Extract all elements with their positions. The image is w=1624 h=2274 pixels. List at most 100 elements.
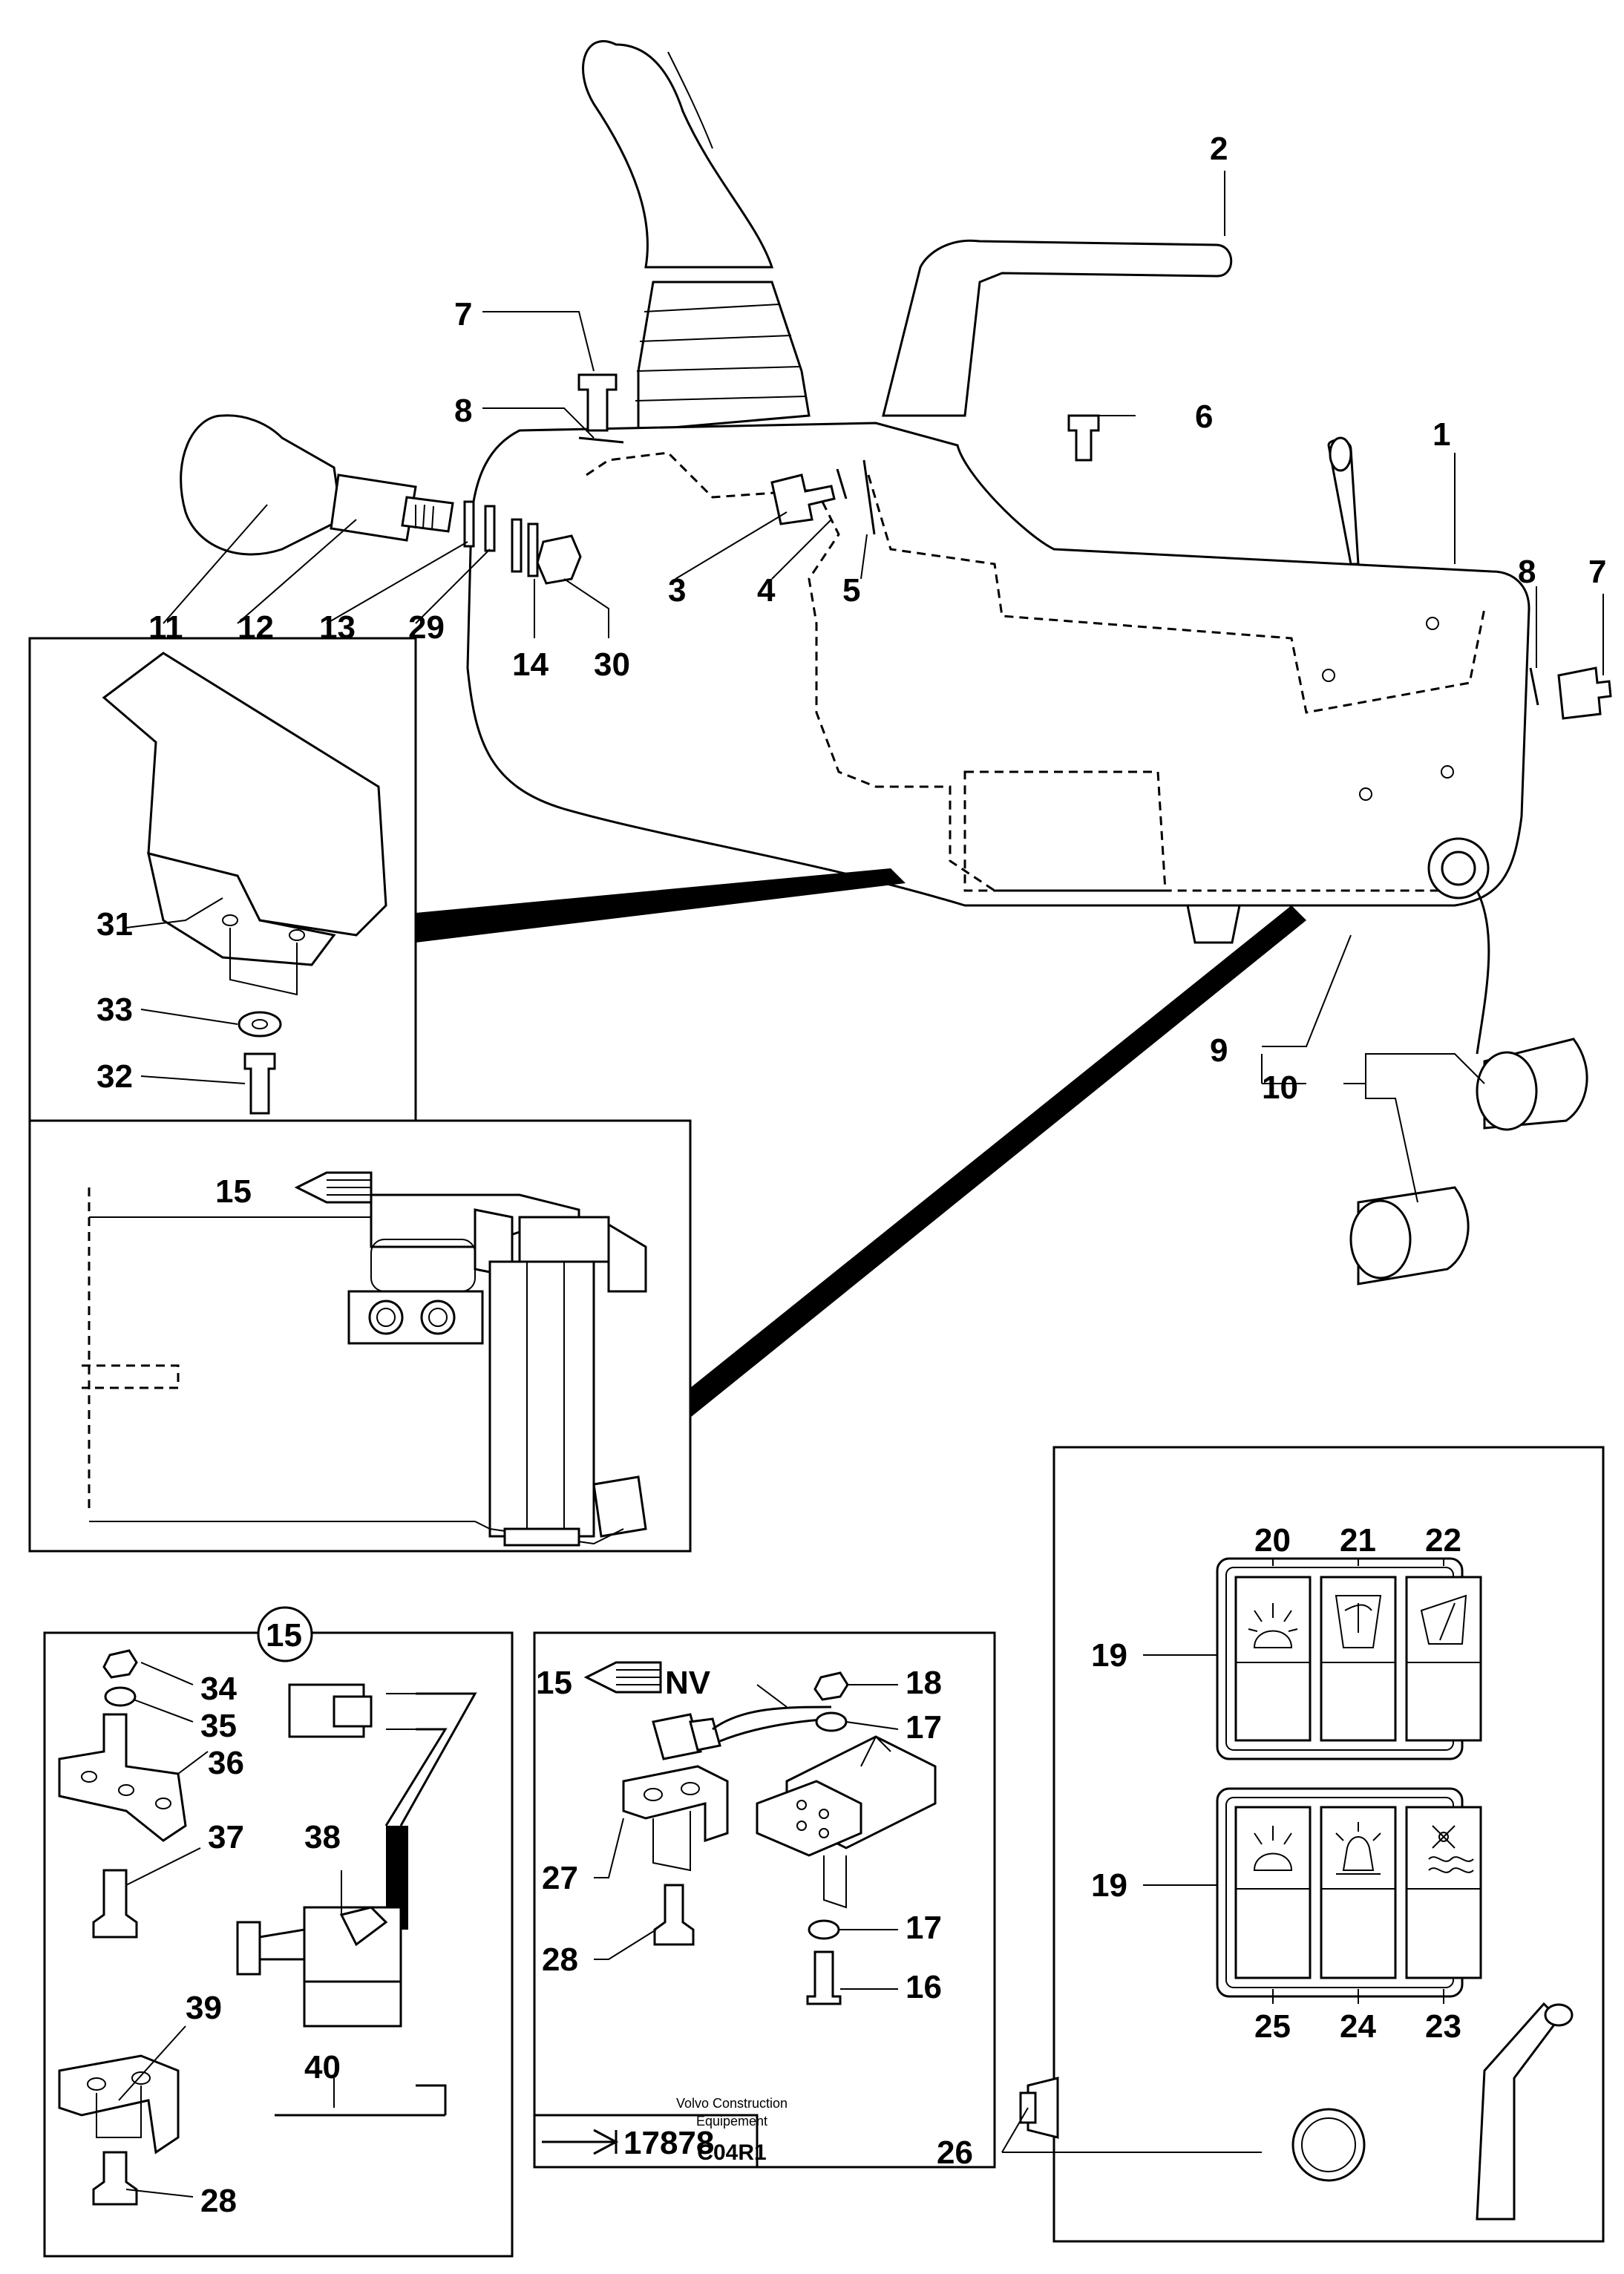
callout-8: 8 [1518,554,1536,590]
callout-24: 24 [1340,2008,1376,2045]
wiper-icon [1335,1595,1382,1648]
callout-26: 26 [937,2134,973,2171]
callout-10: 10 [1262,1069,1298,1106]
beacon-icon [1342,1836,1375,1871]
callout-38: 38 [304,1819,341,1855]
bolt [243,1052,276,1115]
callout-labels: 2 7 8 6 1 8 7 11 12 13 29 3 4 5 14 30 9 … [96,131,1606,2219]
bracket [58,1713,187,1842]
callout-21: 21 [1340,1522,1376,1559]
brand-line-2: Equipement [696,2114,767,2129]
joystick-bellows [637,281,811,432]
switch [1320,1806,1397,1979]
inset-frame [28,1119,692,1553]
bracket [622,1765,729,1843]
lever [882,239,1233,417]
work-light-icon [1253,1630,1293,1648]
callout-15: 15 [215,1173,252,1210]
nut [813,1671,849,1701]
callout-36: 36 [208,1745,244,1781]
callout-1: 1 [1433,416,1450,453]
bolt [1067,414,1100,462]
rear-wiper-icon [1420,1594,1467,1645]
callout-28: 28 [542,1942,578,1978]
section-circle [257,1606,313,1662]
callout-22: 22 [1425,1522,1461,1559]
callout-8: 8 [454,393,472,429]
callout-18: 18 [906,1665,942,1701]
inset-bracket [28,637,906,1122]
callout-7: 7 [1588,554,1606,590]
switch-bracket-box [533,1631,996,2169]
washer [238,1011,282,1038]
callout-7: 7 [454,296,472,332]
brand-line-1: Volvo Construction [676,2096,788,2111]
callout-19: 19 [1091,1867,1127,1904]
callout-16: 16 [906,1969,942,2005]
inset-mount [28,905,1306,1553]
bracket [102,652,387,937]
callout-32: 32 [96,1058,133,1095]
callout-31: 31 [96,906,133,943]
bolt [1557,666,1612,720]
shaft-tube [488,1260,595,1538]
console-assembly [163,39,1612,1285]
callout-9: 9 [1210,1032,1228,1069]
joystick-handle [582,39,774,269]
gear-knob [180,414,343,556]
ref-number: 17878 [623,2125,714,2161]
callout-30: 30 [594,646,630,683]
callout-15: 15 [536,1665,572,1701]
callout-39: 39 [186,1990,222,2026]
light-icon [1253,1852,1293,1871]
callout-29: 29 [408,609,445,646]
callout-33: 33 [96,992,133,1028]
callout-27: 27 [542,1860,578,1896]
callout-4: 4 [757,572,776,609]
callout-17: 17 [906,1910,942,1946]
switch [1405,1806,1482,1979]
callout-25: 25 [1254,2008,1291,2045]
washer [104,1686,137,1707]
switch [1405,1576,1482,1742]
switch [1234,1576,1312,1742]
panel-button [1291,2108,1366,2182]
panel-lever [1476,2002,1560,2221]
callout-3: 3 [668,572,686,609]
box-frame [533,1631,996,2169]
callout-14: 14 [512,646,549,683]
bolt [770,474,836,525]
nut [102,1649,138,1679]
box-frame [1052,1446,1605,2243]
fan-icon [1432,1825,1456,1849]
washer [815,1711,848,1732]
screw [92,2151,138,2206]
callout-35: 35 [200,1708,237,1744]
callout-19: 19 [1091,1637,1127,1674]
callout-11: 11 [148,609,183,646]
callout-23: 23 [1425,2008,1461,2045]
callout-2: 2 [1210,131,1228,167]
callout-15: 15 [266,1617,302,1654]
bolt [577,373,618,432]
callout-13: 13 [319,609,356,646]
bushing [1476,1051,1538,1131]
ref-box [533,2114,759,2169]
bushing [1349,1199,1412,1279]
microswitch-box [43,1606,514,2258]
callout-17: 17 [906,1709,942,1746]
screw [92,1869,138,1939]
callout-20: 20 [1254,1522,1291,1559]
nut [536,534,582,585]
callout-37: 37 [208,1819,244,1855]
washer [808,1919,840,1940]
connector [652,1713,702,1760]
switch-panel-box [1001,1446,1605,2243]
footer: Volvo Construction Equipement C04R1 [676,2096,788,2165]
switch [1320,1576,1397,1742]
screw [653,1884,695,1946]
callout-28: 28 [200,2183,237,2219]
nv-label: NV [665,1665,711,1701]
callout-12: 12 [238,609,274,646]
